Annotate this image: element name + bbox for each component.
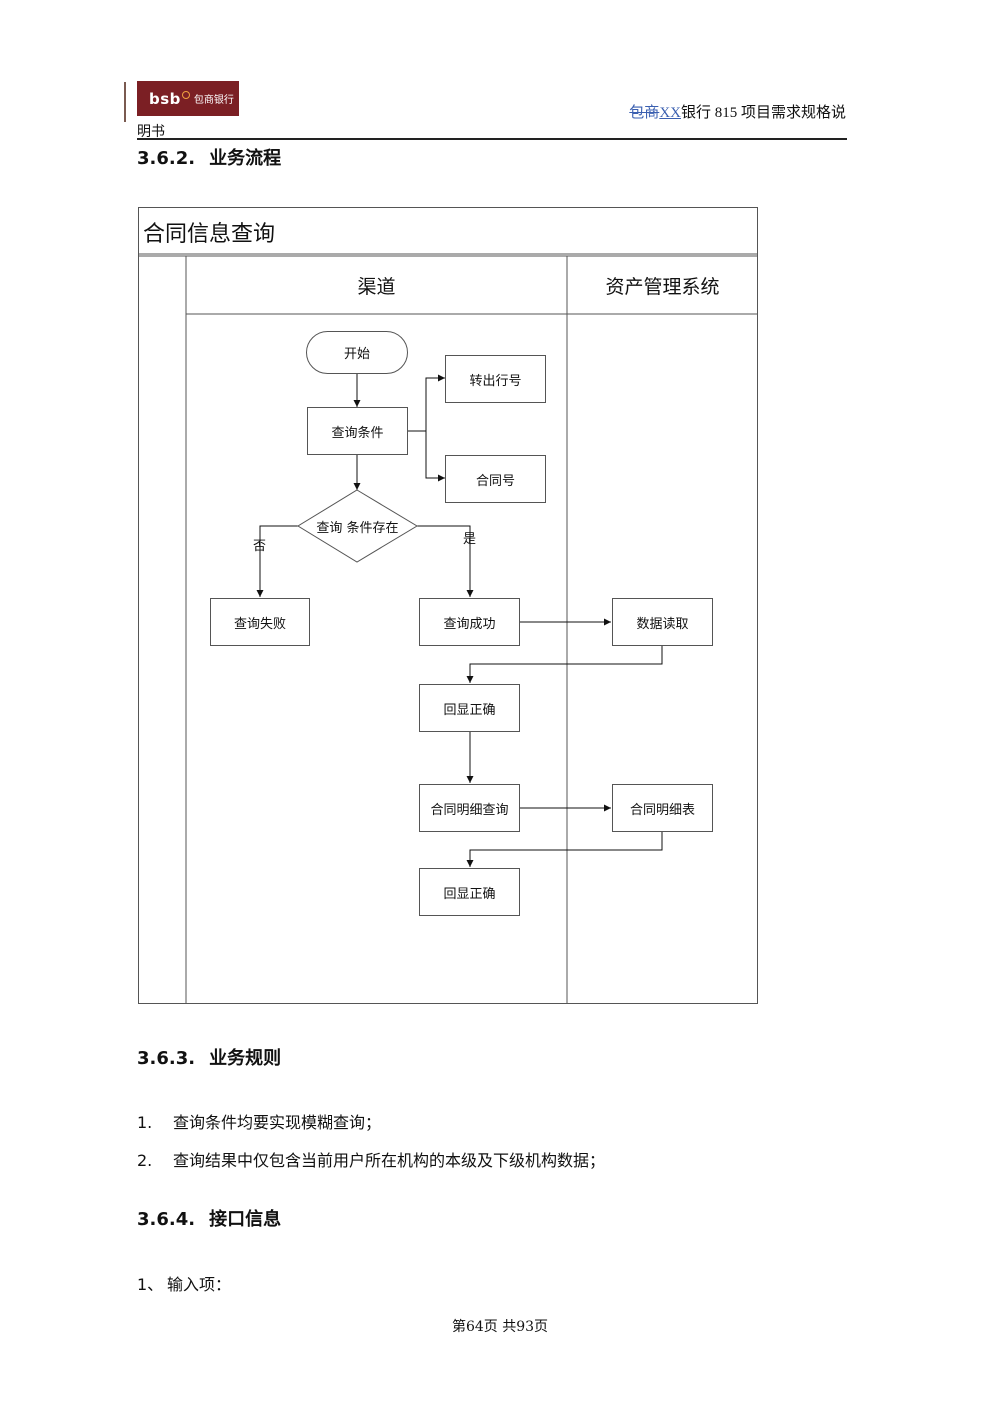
header-title-continued: 明书 — [137, 124, 165, 140]
node-query-fail: 查询失败 — [210, 598, 310, 646]
section-heading-3-6-2: 3.6.2.业务流程 — [137, 148, 282, 169]
header-accent-bar — [124, 82, 126, 122]
logo-ring-icon — [181, 90, 190, 99]
header-title-deleted: 包商 — [629, 105, 660, 121]
lane-header-asset-system: 资产管理系统 — [605, 276, 720, 298]
flowchart-title: 合同信息查询 — [143, 222, 276, 247]
flowchart-frame — [138, 207, 758, 1004]
node-start: 开始 — [306, 331, 408, 374]
edge-label-no: 否 — [253, 539, 267, 554]
interface-item: 1、输入项： — [137, 1275, 232, 1294]
node-contract-detail-query: 合同明细查询 — [419, 784, 520, 832]
header-title-inserted: XX — [659, 105, 681, 121]
node-data-read: 数据读取 — [612, 598, 713, 646]
rule-item: 2.查询结果中仅包含当前用户所在机构的本级及下级机构数据； — [137, 1151, 606, 1170]
header-title: 包商XX银行 815 项目需求规格说 — [629, 101, 846, 122]
rule-item: 1.查询条件均要实现模糊查询； — [137, 1113, 382, 1132]
node-contract-detail-table: 合同明细表 — [612, 784, 713, 832]
header-title-rest: 银行 815 项目需求规格说 — [680, 105, 846, 121]
decision-diamond — [297, 489, 418, 563]
node-contract-number: 合同号 — [445, 455, 546, 503]
node-query-success: 查询成功 — [419, 598, 520, 646]
section-heading-3-6-3: 3.6.3.业务规则 — [137, 1048, 282, 1069]
edge-label-yes: 是 — [463, 532, 477, 547]
node-query-condition: 查询条件 — [307, 407, 408, 455]
node-echo-correct-1: 回显正确 — [419, 684, 520, 732]
page-number: 第64页 共93页 — [451, 1319, 549, 1335]
node-decision-label: 查询 条件存在 — [316, 521, 399, 536]
node-out-bank-number: 转出行号 — [445, 355, 546, 403]
header-rule — [137, 138, 847, 140]
node-echo-correct-2: 回显正确 — [419, 868, 520, 916]
section-heading-3-6-4: 3.6.4.接口信息 — [137, 1209, 282, 1230]
lane-header-channel: 渠道 — [357, 276, 396, 298]
